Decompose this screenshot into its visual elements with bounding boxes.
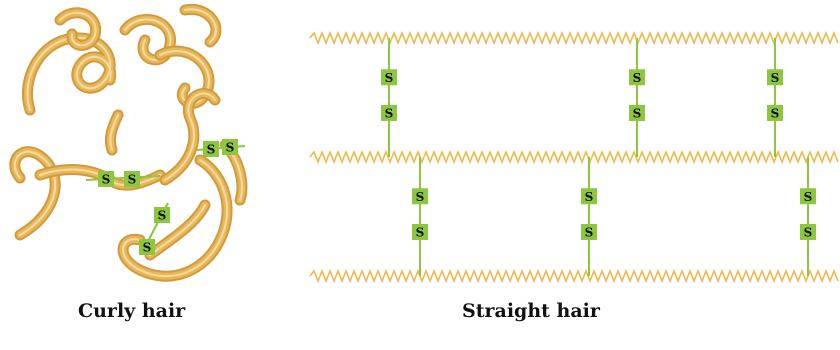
disulfide-bond-sulfur: S bbox=[767, 104, 783, 121]
sulfur-box bbox=[800, 223, 816, 240]
disulfide-bond-sulfur: S bbox=[629, 104, 645, 121]
keratin-strand-shine bbox=[124, 18, 172, 61]
disulfide-bond-sulfur: S bbox=[154, 207, 170, 223]
disulfide-bond-sulfur: S bbox=[629, 69, 645, 86]
straight-hair-caption: Straight hair bbox=[462, 300, 600, 322]
straight-keratin-helices bbox=[309, 30, 839, 284]
sulfur-label: S bbox=[804, 190, 813, 204]
disulfide-bond-sulfur: S bbox=[203, 141, 219, 157]
sulfur-box bbox=[139, 239, 155, 255]
sulfur-label: S bbox=[416, 225, 425, 239]
sulfur-label: S bbox=[804, 225, 813, 239]
sulfur-label: S bbox=[102, 173, 111, 187]
keratin-strand-shine bbox=[164, 92, 216, 181]
disulfide-bond-sulfur: S bbox=[381, 104, 397, 121]
sulfur-box bbox=[767, 69, 783, 86]
sulfur-label: S bbox=[585, 225, 594, 239]
keratin-strand-shine bbox=[109, 114, 119, 151]
disulfide-bond-sulfur: S bbox=[139, 239, 155, 255]
sulfur-box bbox=[629, 104, 645, 121]
sulfur-label: S bbox=[158, 209, 167, 223]
keratin-strand-shine bbox=[26, 36, 112, 111]
sulfur-label: S bbox=[385, 71, 394, 85]
sulfur-label: S bbox=[585, 190, 594, 204]
sulfur-box bbox=[98, 171, 114, 187]
disulfide-bond-sulfur: S bbox=[581, 188, 597, 205]
sulfur-label: S bbox=[128, 173, 137, 187]
sulfur-box bbox=[800, 188, 816, 205]
disulfide-bond-sulfur: S bbox=[124, 171, 140, 187]
curly-keratin-strands bbox=[9, 3, 248, 282]
keratin-strand-shine bbox=[149, 204, 206, 256]
sulfur-box bbox=[581, 223, 597, 240]
sulfur-label: S bbox=[143, 241, 152, 255]
disulfide-bond-sulfur: S bbox=[581, 223, 597, 240]
disulfide-bond-sulfur: S bbox=[98, 171, 114, 187]
disulfide-bond-sulfur: S bbox=[800, 223, 816, 240]
disulfide-bond-sulfur: S bbox=[381, 69, 397, 86]
sulfur-box bbox=[629, 69, 645, 86]
sulfur-box bbox=[412, 223, 428, 240]
disulfide-bond-sulfur: S bbox=[222, 139, 238, 155]
sulfur-label: S bbox=[207, 143, 216, 157]
sulfur-label: S bbox=[771, 106, 780, 120]
sulfur-box bbox=[381, 104, 397, 121]
sulfur-label: S bbox=[385, 106, 394, 120]
sulfur-box bbox=[381, 69, 397, 86]
sulfur-box bbox=[581, 188, 597, 205]
sulfur-box bbox=[203, 141, 219, 157]
sulfur-box bbox=[124, 171, 140, 187]
keratin-helix bbox=[309, 30, 839, 46]
keratin-strand-shine bbox=[59, 11, 97, 47]
keratin-helix bbox=[309, 268, 839, 284]
sulfur-label: S bbox=[633, 71, 642, 85]
sulfur-box bbox=[412, 188, 428, 205]
sulfur-box bbox=[154, 207, 170, 223]
curly-hair-caption: Curly hair bbox=[78, 300, 186, 322]
keratin-helix bbox=[309, 149, 839, 165]
straight-hair-illustration: S S S S S S S S S S S S bbox=[309, 30, 839, 284]
sulfur-box bbox=[767, 104, 783, 121]
sulfur-label: S bbox=[416, 190, 425, 204]
straight-disulfide-bonds: S S S S S S S S S S S S bbox=[381, 38, 816, 276]
disulfide-bond-sulfur: S bbox=[412, 223, 428, 240]
keratin-strand-shine bbox=[122, 159, 229, 278]
disulfide-bond-sulfur: S bbox=[767, 69, 783, 86]
keratin-strand-shine bbox=[184, 8, 217, 43]
disulfide-bond-sulfur: S bbox=[412, 188, 428, 205]
sulfur-label: S bbox=[226, 141, 235, 155]
sulfur-label: S bbox=[771, 71, 780, 85]
sulfur-box bbox=[222, 139, 238, 155]
keratin-strand bbox=[21, 32, 117, 116]
keratin-strand-shine bbox=[13, 150, 57, 236]
sulfur-label: S bbox=[633, 106, 642, 120]
disulfide-bond-sulfur: S bbox=[800, 188, 816, 205]
